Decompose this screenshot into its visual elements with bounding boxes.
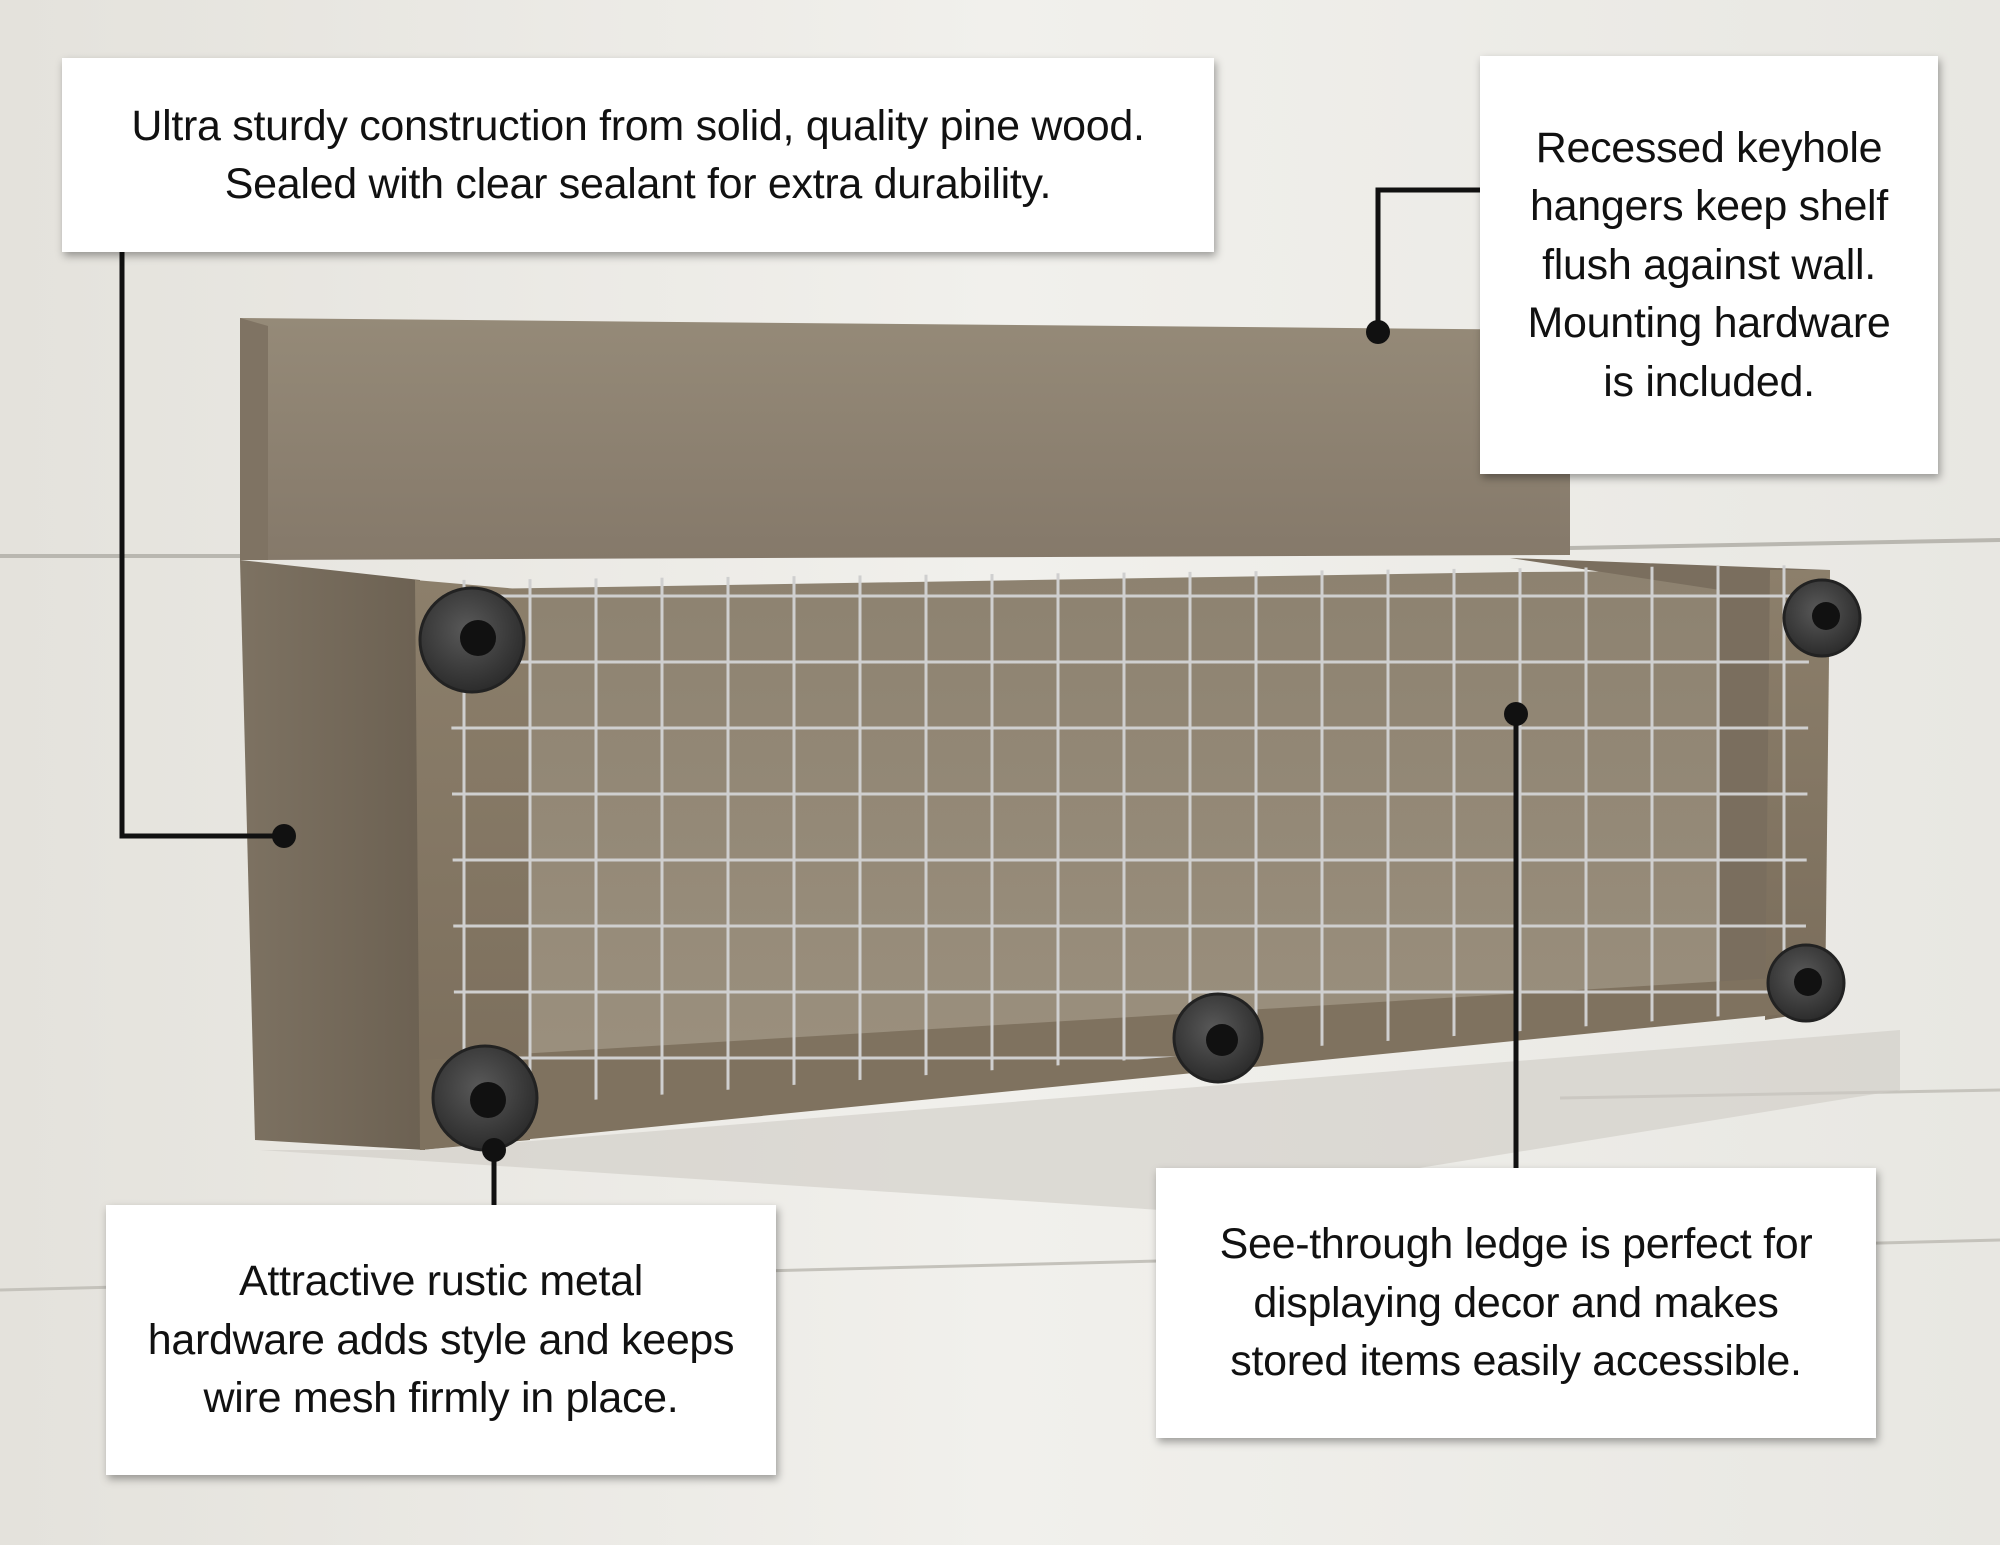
- callout-keyhole-hangers: Recessed keyhole hangers keep shelf flus…: [1480, 56, 1938, 474]
- callout-keyhole-text: Recessed keyhole hangers keep shelf flus…: [1527, 123, 1891, 406]
- callout-wood-text: Ultra sturdy construction from solid, qu…: [131, 101, 1145, 208]
- washer-top-left: [418, 586, 526, 694]
- callout-wood-construction: Ultra sturdy construction from solid, qu…: [62, 58, 1214, 252]
- washer-top-right: [1782, 578, 1862, 658]
- callout-ledge-text: See-through ledge is perfect for display…: [1219, 1220, 1813, 1386]
- callout-see-through-ledge: See-through ledge is perfect for display…: [1156, 1168, 1876, 1438]
- shelf-backboard: [240, 318, 1570, 560]
- wire-mesh: [450, 565, 1810, 1110]
- leader-line-keyhole: [1375, 187, 1480, 332]
- leader-lines: [119, 187, 1528, 1205]
- wall-shelf: [240, 318, 1900, 1210]
- leader-line-wood: [119, 252, 282, 839]
- washer-bottom-left: [431, 1044, 539, 1152]
- washer-bottom-middle: [1172, 992, 1264, 1084]
- metal-hardware: [418, 578, 1862, 1152]
- callout-rustic-hardware: Attractive rustic metal hardware adds st…: [106, 1205, 776, 1475]
- callout-hardware-text: Attractive rustic metal hardware adds st…: [147, 1257, 735, 1423]
- washer-bottom-right: [1766, 943, 1846, 1023]
- shelf-side-panel: [240, 560, 425, 1150]
